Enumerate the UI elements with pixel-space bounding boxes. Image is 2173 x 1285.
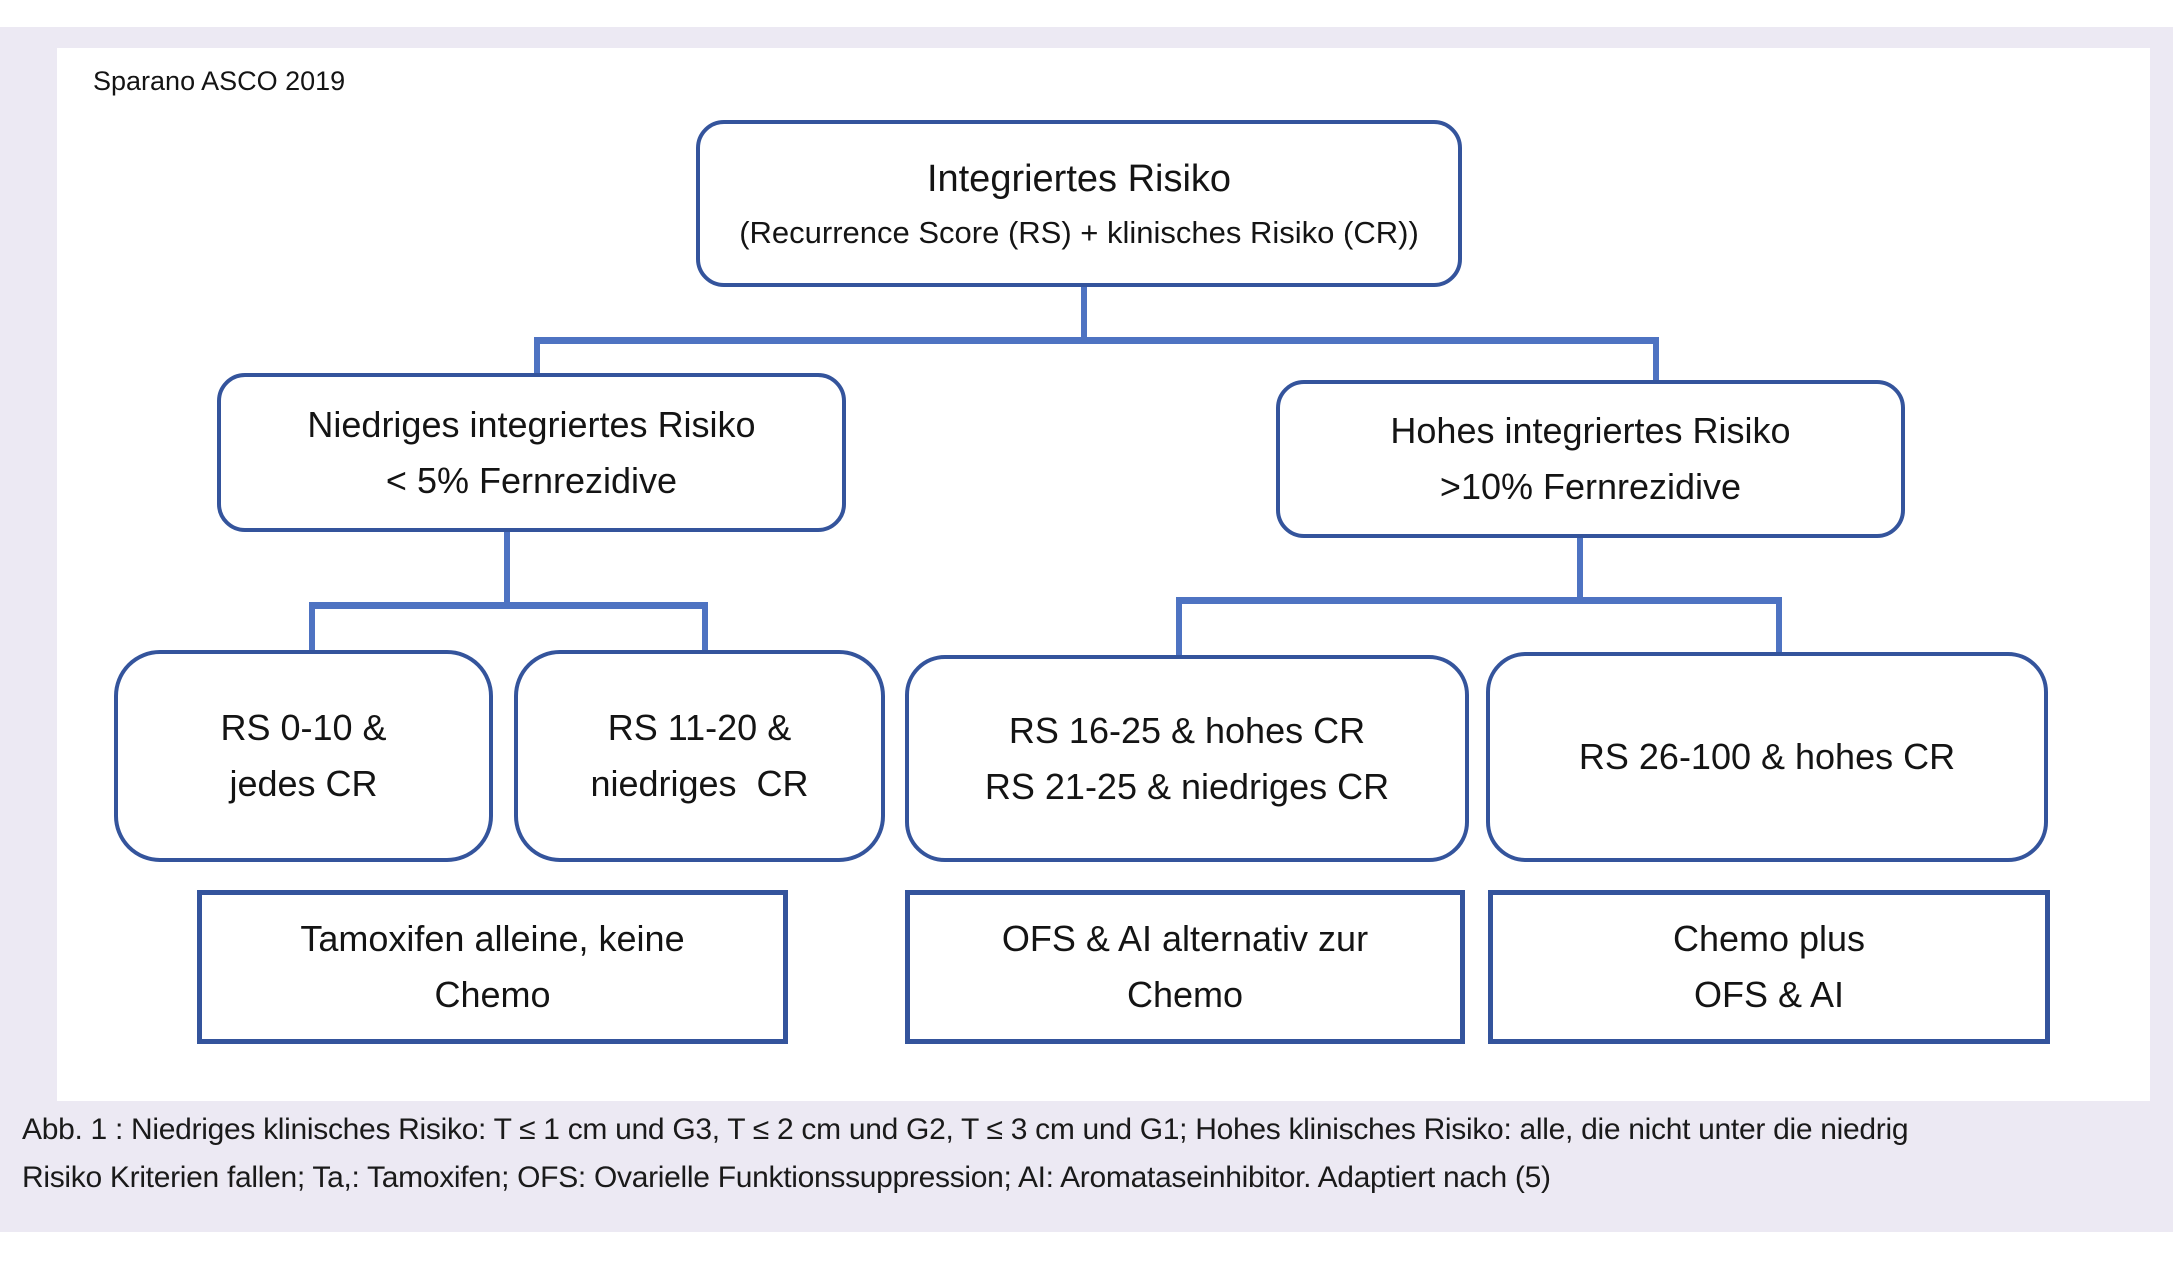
action-ofs-ai-line2: Chemo [1126,974,1244,1015]
connector-high-bar [1176,597,1782,604]
connector-high-down [1577,536,1583,603]
node-rs-0-10: RS 0-10 & jedes CR [114,650,493,862]
connector-low-in [534,337,540,377]
connector-rs26-in [1776,597,1782,656]
action-ofs-ai-alternativ: OFS & AI alternativ zur Chemo [905,890,1465,1044]
action-tamoxifen-line1: Tamoxifen alleine, keine [300,918,685,960]
connector-rs16-in [1176,597,1182,659]
connector-low-down [504,530,510,608]
connector-rs0-in [309,602,315,654]
node-hohes-integriertes-risiko: Hohes integriertes Risiko >10% Fernrezid… [1276,380,1905,538]
connector-high-in [1653,337,1659,384]
node-rs-11-20-line1: RS 11-20 & [607,707,792,749]
figure-caption: Abb. 1 : Niedriges klinisches Risiko: T … [22,1106,1909,1202]
action-chemo-line2: OFS & AI [1693,974,1845,1015]
node-rs-16-25-line1: RS 16-25 & hohes CR [1008,709,1366,751]
connector-root-bar [534,337,1659,344]
node-integriertes-risiko-subtitle: (Recurrence Score (RS) + klinisches Risi… [739,214,1419,250]
node-rs-0-10-line2: jedes CR [229,763,378,804]
node-rs-16-25: RS 16-25 & hohes CR RS 21-25 & niedriges… [905,655,1469,862]
node-integriertes-risiko: Integriertes Risiko (Recurrence Score (R… [696,120,1462,287]
node-rs-11-20: RS 11-20 & niedriges CR [514,650,885,862]
node-integriertes-risiko-title: Integriertes Risiko [926,158,1232,201]
node-rs-16-25-line2: RS 21-25 & niedriges CR [984,765,1390,807]
node-rs-26-100-line1: RS 26-100 & hohes CR [1578,736,1956,778]
action-tamoxifen: Tamoxifen alleine, keine Chemo [197,890,788,1044]
node-rs-0-10-line1: RS 0-10 & [220,707,387,749]
node-rs-26-100: RS 26-100 & hohes CR [1486,652,2048,862]
figure-caption-line-1: Abb. 1 : Niedriges klinisches Risiko: T … [22,1113,1909,1146]
node-hohes-line1: Hohes integriertes Risiko [1390,410,1791,452]
action-tamoxifen-line2: Chemo [434,974,551,1015]
node-rs-11-20-line2: niedriges CR [590,763,809,804]
action-chemo-line1: Chemo plus [1672,918,1866,960]
figure-credit: Sparano ASCO 2019 [93,66,346,96]
node-niedriges-line2: < 5% Fernrezidive [385,459,678,501]
connector-low-bar [309,602,708,609]
node-niedriges-line1: Niedriges integriertes Risiko [307,403,756,445]
figure-caption-line-2: Risiko Kriterien fallen; Ta,: Tamoxifen;… [22,1161,1551,1194]
node-niedriges-integriertes-risiko: Niedriges integriertes Risiko < 5% Fernr… [217,373,846,532]
node-hohes-line2: >10% Fernrezidive [1439,466,1742,507]
action-ofs-ai-line1: OFS & AI alternativ zur [1001,918,1369,960]
connector-rs11-in [702,602,708,654]
action-chemo-plus-ofs-ai: Chemo plus OFS & AI [1488,890,2050,1044]
connector-root-down [1081,287,1087,343]
